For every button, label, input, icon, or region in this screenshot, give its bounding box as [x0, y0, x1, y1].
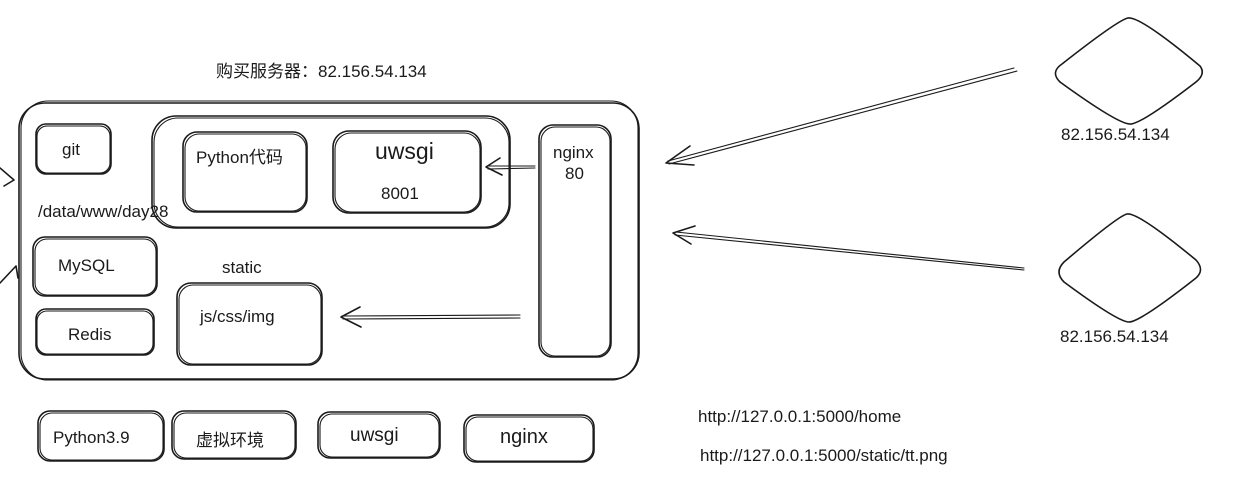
left-edge-arrow-marks: [0, 167, 19, 284]
python-code-box: [182, 131, 308, 213]
bottom-box-venv: [171, 410, 297, 460]
arrow-nginx-to-uwsgi: [485, 157, 536, 176]
arrow-client2-to-nginx: [672, 225, 1025, 271]
client-diamond-1: [1054, 17, 1204, 125]
static-label: static: [222, 258, 262, 277]
bottom-venv-label: 虚拟环境: [196, 431, 264, 450]
mysql-label: MySQL: [58, 256, 115, 275]
server-box: [18, 100, 640, 381]
arrow-client1-to-nginx: [665, 67, 1018, 166]
client-diamond-2: [1058, 213, 1202, 323]
url-static[interactable]: http://127.0.0.1:5000/static/tt.png: [700, 446, 948, 465]
arrow-nginx-to-static: [340, 306, 521, 328]
git-label: git: [62, 140, 80, 159]
bottom-uwsgi-label: uwsgi: [350, 425, 399, 446]
static-assets-label: js/css/img: [200, 307, 275, 326]
client-2-ip: 82.156.54.134: [1060, 327, 1169, 346]
uwsgi-inner-label: uwsgi: [375, 138, 434, 164]
uwsgi-inner-box: [332, 130, 482, 214]
nginx-inner-label: nginx: [553, 143, 594, 162]
deploy-path-label: /data/www/day28: [38, 202, 169, 221]
bottom-nginx-label: nginx: [500, 426, 548, 448]
server-title: 购买服务器：82.156.54.134: [216, 62, 427, 81]
port-80-label: 80: [565, 164, 584, 183]
port-8001-label: 8001: [381, 184, 419, 203]
redis-label: Redis: [68, 325, 112, 344]
python-code-label: Python代码: [196, 148, 283, 167]
url-home[interactable]: http://127.0.0.1:5000/home: [698, 407, 902, 426]
bottom-python39-label: Python3.9: [53, 428, 130, 447]
mysql-box: [32, 236, 158, 297]
client-1-ip: 82.156.54.134: [1061, 125, 1170, 144]
bottom-box-nginx: [463, 414, 595, 463]
redis-box: [35, 308, 155, 356]
git-box: [35, 123, 112, 175]
app-group-box: [151, 115, 511, 229]
bottom-box-uwsgi: [317, 411, 441, 459]
nginx-inner-box: [538, 124, 612, 358]
static-box: [176, 282, 323, 366]
bottom-box-python39: [37, 410, 165, 462]
